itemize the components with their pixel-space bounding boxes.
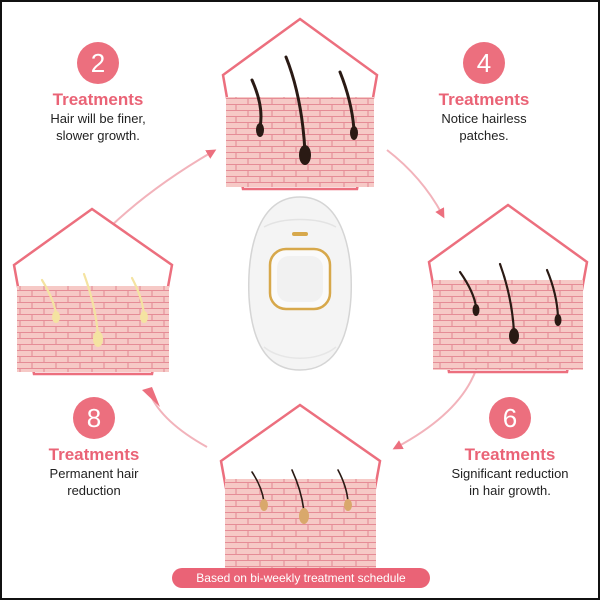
step-heading: Treatments	[48, 445, 140, 464]
pentagon-top	[221, 17, 379, 191]
step-number-badge: 8	[73, 397, 115, 439]
step-description-line: reduction	[67, 483, 121, 498]
schedule-note-badge: Based on bi-weekly treatment schedule	[172, 568, 430, 588]
pentagon-right	[427, 203, 589, 374]
step-description-line: Notice hairless	[441, 111, 527, 126]
ipl-device	[248, 196, 352, 371]
cycle-arc-top-right	[386, 149, 445, 219]
step-description-line: in hair growth.	[469, 483, 551, 498]
pentagon-left	[12, 207, 174, 376]
step-description-line: slower growth.	[56, 128, 140, 143]
step-description-line: Permanent hair	[49, 466, 139, 481]
step-number-badge: 6	[489, 397, 531, 439]
step-heading: Treatments	[464, 445, 556, 464]
cycle-arc-right	[392, 366, 478, 450]
cycle-arc-left	[109, 149, 217, 228]
step-description-line: Hair will be finer,	[50, 111, 146, 126]
step-4: 4 Treatments Notice hairless patches.	[402, 42, 566, 144]
step-description-line: Significant reduction	[451, 466, 569, 481]
step-6: 6 Treatments Significant reduction in ha…	[422, 397, 598, 499]
arrow-left-down	[142, 387, 160, 407]
step-8: 8 Treatments Permanent hair reduction	[12, 397, 176, 499]
step-number-badge: 2	[77, 42, 119, 84]
pentagon-bottom	[219, 403, 382, 572]
step-heading: Treatments	[52, 90, 144, 109]
step-2: 2 Treatments Hair will be finer, slower …	[16, 42, 180, 144]
step-heading: Treatments	[438, 90, 530, 109]
step-description-line: patches.	[459, 128, 509, 143]
step-number-badge: 4	[463, 42, 505, 84]
